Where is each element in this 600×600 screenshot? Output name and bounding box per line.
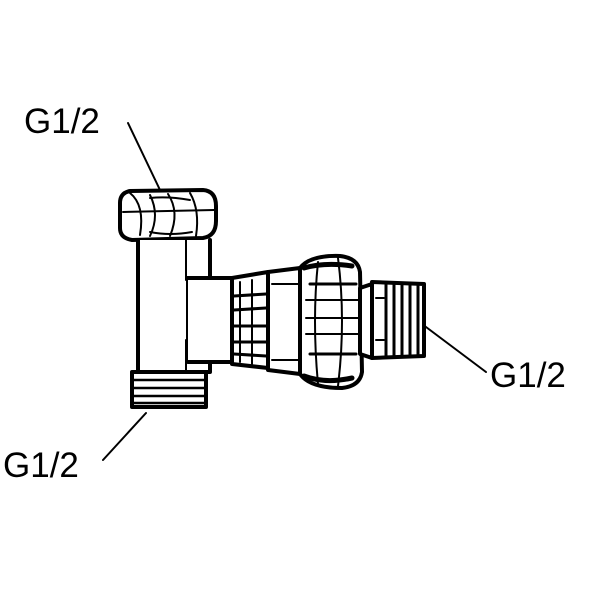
small-hex-nut xyxy=(230,270,270,370)
valve-body-horizontal xyxy=(186,276,234,364)
leader-line-bottom xyxy=(102,412,147,461)
right-threaded-tailpiece xyxy=(358,280,426,360)
top-hex-nut xyxy=(118,188,218,242)
bottom-threaded-outlet xyxy=(130,370,208,409)
leader-line-right xyxy=(421,323,487,373)
union-nut xyxy=(298,253,364,390)
collar xyxy=(266,266,302,376)
thread-size-label-right: G1/2 xyxy=(490,356,566,395)
thread-size-label-bottom: G1/2 xyxy=(3,446,79,485)
thread-size-label-top: G1/2 xyxy=(24,102,100,141)
leader-line-top xyxy=(127,122,161,191)
